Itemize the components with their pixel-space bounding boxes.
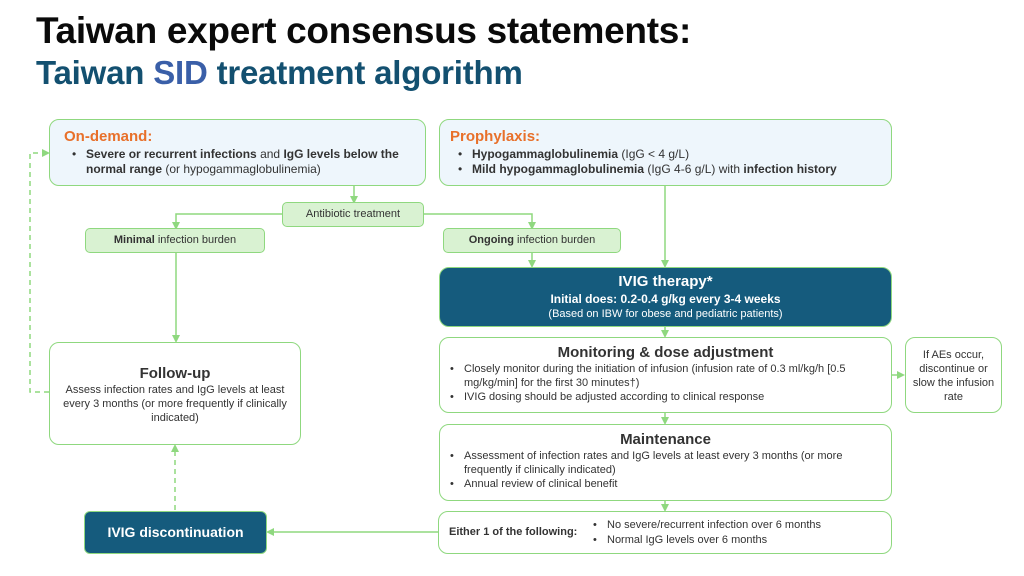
maintenance-box: Maintenance Assessment of infection rate…: [439, 424, 892, 501]
text: (IgG 4-6 g/L) with: [644, 162, 744, 176]
adverse-events-text: If AEs occur, discontinue or slow the in…: [912, 349, 995, 403]
ivig-dose-note: (Based on IBW for obese and pediatric pa…: [548, 308, 783, 320]
connector-antibiotic-minimal: [172, 213, 282, 230]
prophylaxis-box: Prophylaxis: Hypogammaglobulinemia (IgG …: [439, 119, 892, 186]
maintenance-bullet: Assessment of infection rates and IgG le…: [450, 449, 881, 477]
text: and: [256, 147, 284, 161]
adverse-events-box: If AEs occur, discontinue or slow the in…: [905, 337, 1002, 413]
ivig-therapy-box: IVIG therapy* Initial does: 0.2-0.4 g/kg…: [439, 267, 892, 327]
connector-followup-ondemand: [29, 149, 50, 393]
prophylaxis-bullet: Hypogammaglobulinemia (IgG < 4 g/L): [458, 147, 881, 162]
either-bullets: No severe/recurrent infection over 6 mon…: [593, 518, 821, 548]
monitoring-bullet: Closely monitor during the initiation of…: [450, 362, 881, 390]
subtitle-highlight: SID: [153, 54, 208, 91]
antibiotic-label: Antibiotic treatment: [305, 208, 401, 220]
ivig-initial-dose: Initial does: 0.2-0.4 g/kg every 3-4 wee…: [550, 292, 781, 306]
prophylaxis-bullet: Mild hypogammaglobulinemia (IgG 4-6 g/L)…: [458, 162, 881, 177]
prophylaxis-header: Prophylaxis:: [450, 128, 541, 145]
maintenance-bullets: Assessment of infection rates and IgG le…: [450, 449, 881, 491]
connector-antibiotic-ongoing: [424, 213, 536, 230]
either-label: Either 1 of the following:: [449, 526, 578, 538]
follow-up-title: Follow-up: [139, 365, 211, 382]
bold-text: infection history: [743, 162, 837, 176]
on-demand-box: On-demand: Severe or recurrent infection…: [49, 119, 426, 186]
either-criteria-box: Either 1 of the following: No severe/rec…: [438, 511, 892, 554]
ivig-discontinuation-box: IVIG discontinuation: [84, 511, 267, 554]
follow-up-text: Assess infection rates and IgG levels at…: [63, 384, 287, 424]
discontinuation-label: IVIG discontinuation: [107, 524, 244, 540]
monitoring-title: Monitoring & dose adjustment: [557, 344, 774, 361]
on-demand-header: On-demand:: [64, 128, 153, 145]
minimal-rest: infection burden: [154, 234, 237, 246]
ongoing-infection-box: Ongoing infection burden: [443, 228, 621, 253]
text: (or hypogammaglobulinemia): [162, 162, 321, 176]
antibiotic-treatment-box: Antibiotic treatment: [282, 202, 424, 227]
ongoing-bold: Ongoing: [468, 234, 514, 246]
ongoing-rest: infection burden: [513, 234, 596, 246]
maintenance-bullet: Annual review of clinical benefit: [450, 477, 881, 491]
minimal-infection-box: Minimal infection burden: [85, 228, 265, 253]
bold-text: IgG levels below the normal range: [86, 147, 399, 176]
monitoring-bullet: IVIG dosing should be adjusted according…: [450, 390, 881, 404]
prophylaxis-bullets: Hypogammaglobulinemia (IgG < 4 g/L) Mild…: [450, 147, 881, 177]
bold-text: Severe or recurrent infections: [86, 147, 257, 161]
ivig-therapy-title: IVIG therapy*: [618, 273, 713, 290]
on-demand-bullets: Severe or recurrent infections and IgG l…: [64, 147, 415, 177]
subtitle-part1: Taiwan: [36, 54, 154, 91]
maintenance-title: Maintenance: [620, 431, 711, 448]
minimal-bold: Minimal: [113, 234, 155, 246]
monitoring-bullets: Closely monitor during the initiation of…: [450, 362, 881, 404]
bold-text: Mild hypogammaglobulinemia: [472, 162, 645, 176]
monitoring-box: Monitoring & dose adjustment Closely mon…: [439, 337, 892, 413]
subtitle-part2: treatment algorithm: [207, 54, 523, 91]
follow-up-box: Follow-up Assess infection rates and IgG…: [49, 342, 301, 445]
text: (IgG < 4 g/L): [618, 147, 690, 161]
either-bullet: No severe/recurrent infection over 6 mon…: [593, 518, 821, 533]
slide-title: Taiwan expert consensus statements:: [36, 10, 692, 51]
slide-subtitle: Taiwan SID treatment algorithm: [36, 54, 523, 92]
either-bullet: Normal IgG levels over 6 months: [593, 533, 821, 548]
on-demand-bullet: Severe or recurrent infections and IgG l…: [72, 147, 415, 177]
bold-text: Hypogammaglobulinemia: [472, 147, 619, 161]
